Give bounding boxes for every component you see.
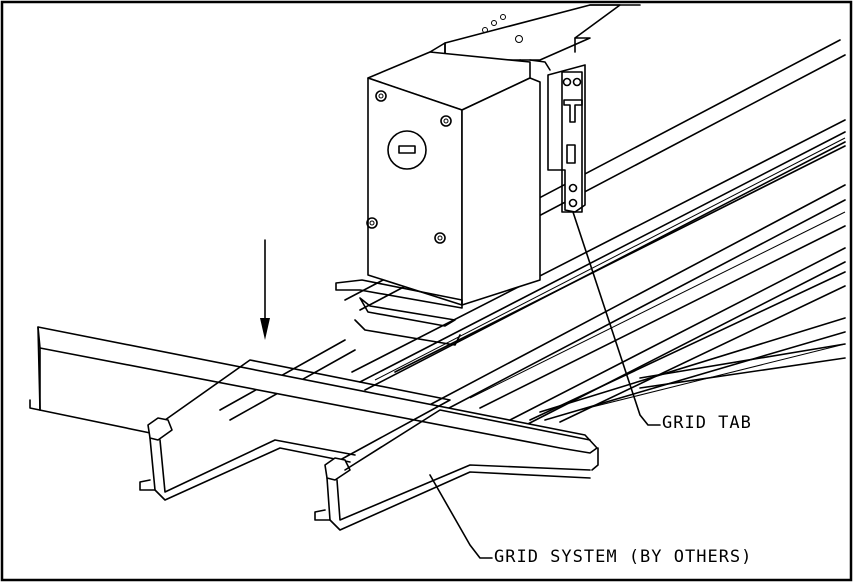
grid-system-leader bbox=[429, 474, 493, 559]
install-direction-arrow bbox=[260, 239, 270, 340]
grid-tab-bracket bbox=[547, 64, 586, 213]
grid-tab-callout: GRID TAB bbox=[662, 413, 752, 433]
ceiling-grid-system bbox=[29, 326, 599, 531]
grid-tab-leader bbox=[572, 211, 661, 426]
driver-box bbox=[335, 51, 541, 346]
grid-system-callout: GRID SYSTEM (BY OTHERS) bbox=[494, 547, 753, 567]
